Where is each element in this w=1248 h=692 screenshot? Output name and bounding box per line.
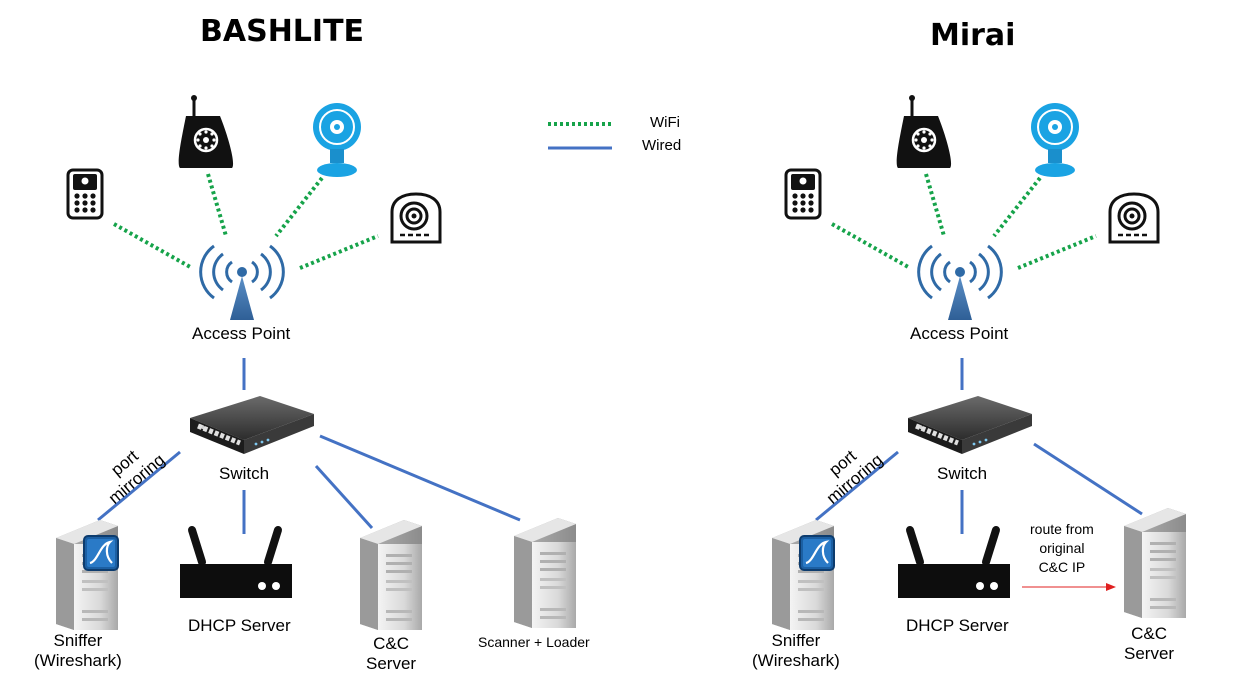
sniffer-label: Sniffer (Wireshark) [752,631,840,670]
wireshark-icon [798,534,836,572]
sniffer-label: Sniffer (Wireshark) [34,631,122,670]
webcam-icon [1030,102,1080,178]
bashlite-wifi-links [113,173,379,270]
wifi-access-point-icon [199,244,285,322]
bashlite-wired-links [97,358,521,534]
switch-label: Switch [937,464,988,483]
security-camera-icon [1108,192,1160,244]
access-point-label: Access Point [910,324,1009,343]
router-icon [898,530,1010,598]
legend-wired-label: Wired [642,137,682,154]
route-note: route from original C&C IP [1030,521,1094,575]
legend-wifi-label: WiFi [650,114,680,131]
mirai-wifi-links [831,173,1097,270]
cnc-server-label: C&C Server [366,634,417,673]
server-tower-icon [514,518,576,628]
webcam-icon [312,102,362,178]
access-point-label: Access Point [192,324,291,343]
server-tower-icon [360,520,422,630]
security-camera-icon [390,192,442,244]
wifi-access-point-icon [917,244,1003,322]
router-icon [180,530,292,598]
mirai-title: Mirai [930,18,1016,53]
switch-label: Switch [219,464,270,483]
mirai-wired-links [815,358,1143,534]
baby-monitor-icon [895,93,953,170]
dhcp-server-label: DHCP Server [906,616,1009,635]
wireshark-icon [82,534,120,572]
server-tower-icon [1124,508,1186,618]
cnc-server-label: C&C Server [1124,624,1175,663]
dhcp-server-label: DHCP Server [188,616,291,635]
network-switch-icon [190,396,314,454]
scanner-loader-label: Scanner + Loader [478,634,590,650]
baby-monitor-icon [177,93,235,170]
doorbell-icon [66,168,104,220]
doorbell-icon [784,168,822,220]
bashlite-title: BASHLITE [200,14,365,49]
network-switch-icon [908,396,1032,454]
